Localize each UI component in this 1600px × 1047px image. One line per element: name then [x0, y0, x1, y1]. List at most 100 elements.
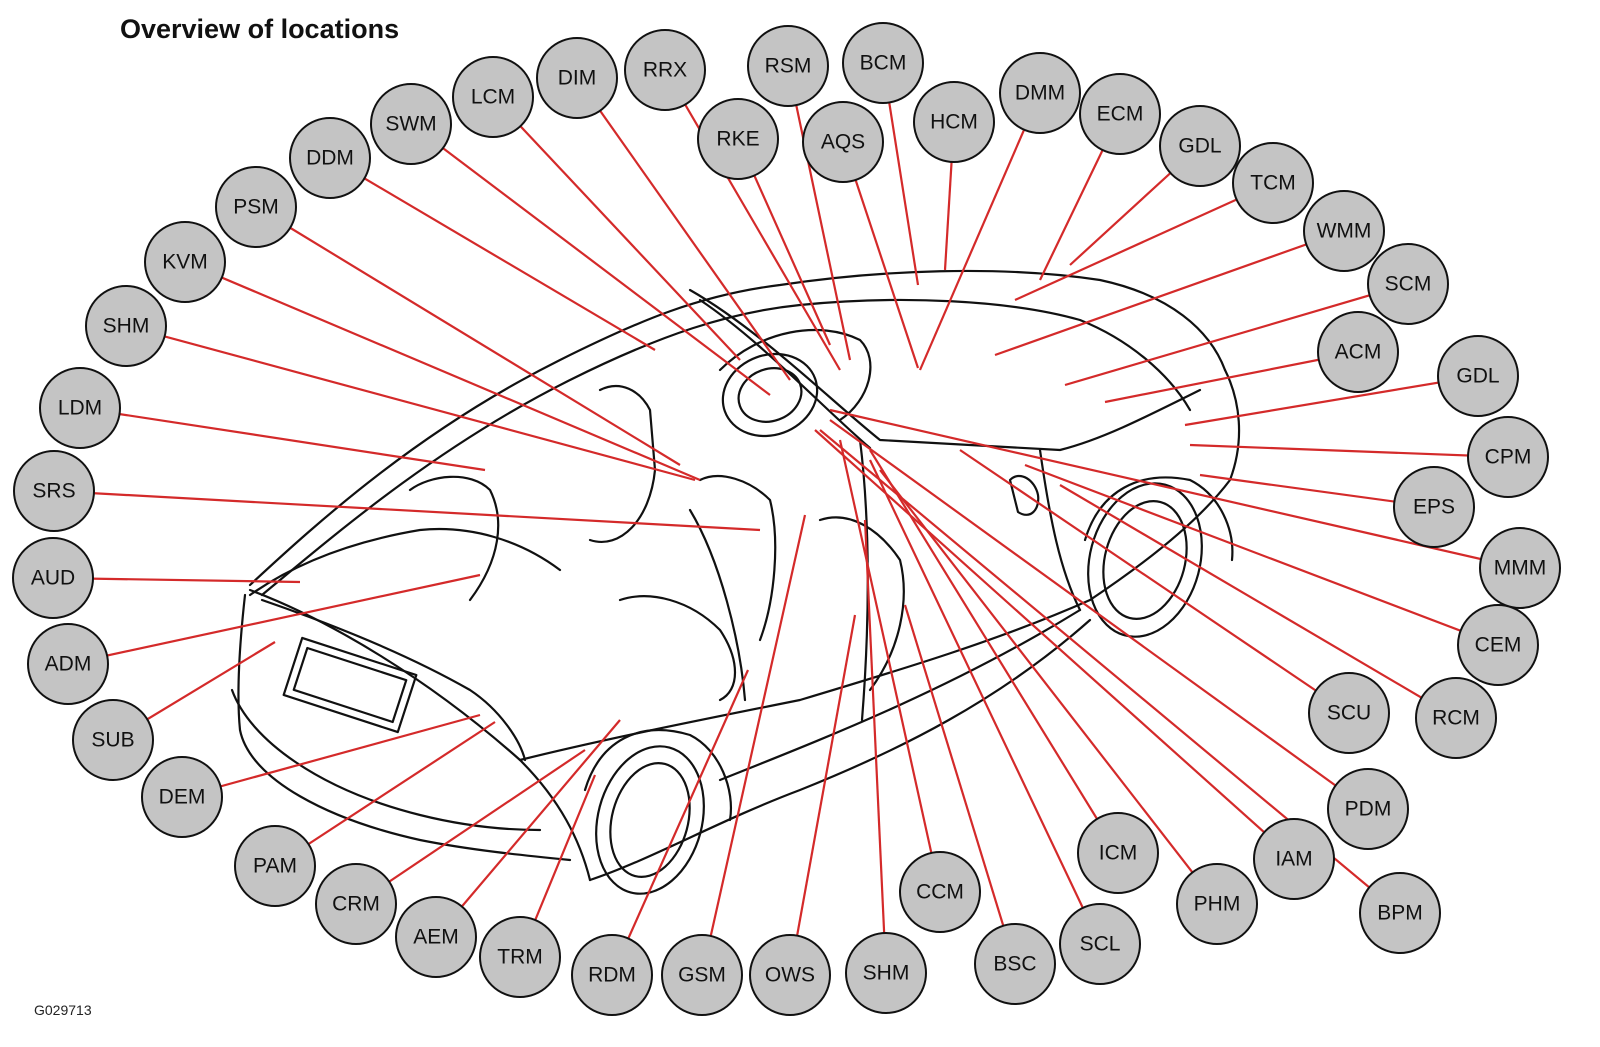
badge-circle — [802, 101, 884, 183]
leader-line-kvm — [184, 260, 701, 482]
module-label: MMM — [1494, 557, 1546, 580]
module-label: PSM — [233, 196, 279, 219]
module-label: RSM — [765, 55, 812, 78]
module-badge-aud: AUD — [12, 537, 94, 619]
badge-circle — [1359, 872, 1441, 954]
badge-circle — [974, 923, 1056, 1005]
badge-circle — [1393, 466, 1475, 548]
module-label: BSC — [993, 953, 1036, 976]
module-label: LDM — [58, 397, 102, 420]
leader-line-scu — [959, 449, 1350, 714]
leader-line-scl — [869, 459, 1101, 945]
badge-circle — [315, 863, 397, 945]
badge-circle — [1317, 311, 1399, 393]
leader-line-mmm — [829, 408, 1521, 570]
leader-line-dim — [576, 77, 791, 381]
badge-circle — [999, 52, 1081, 134]
badge-circle — [1327, 768, 1409, 850]
leader-line-cem — [1024, 463, 1499, 647]
leader-line-dem — [181, 713, 481, 799]
badge-circle — [479, 916, 561, 998]
module-badge-dmm: DMM — [999, 52, 1081, 134]
badge-circle — [749, 934, 831, 1016]
module-badge-scm: SCM — [1367, 243, 1449, 325]
module-label: SRS — [32, 480, 75, 503]
module-badge-sub: SUB — [72, 699, 154, 781]
badge-circle — [1253, 818, 1335, 900]
badge-circle — [1467, 416, 1549, 498]
module-badge-ecm: ECM — [1079, 73, 1161, 155]
leader-line-phm — [879, 469, 1218, 905]
module-label: CCM — [916, 881, 964, 904]
badge-circle — [1437, 335, 1519, 417]
badge-circle — [1308, 672, 1390, 754]
leader-line-lcm — [492, 96, 741, 361]
module-label: CPM — [1485, 446, 1532, 469]
module-badge-bcm: BCM — [842, 22, 924, 104]
module-badge-shm: SHM — [85, 285, 167, 367]
module-badge-kvm: KVM — [144, 221, 226, 303]
module-badge-ldm: LDM — [39, 367, 121, 449]
badge-circle — [661, 934, 743, 1016]
leader-line-rcm — [1059, 484, 1457, 719]
leader-line-ldm — [79, 406, 486, 472]
badge-circle — [899, 851, 981, 933]
module-label: PHM — [1194, 893, 1241, 916]
module-badge-dim: DIM — [536, 37, 618, 119]
module-badge-pam: PAM — [234, 825, 316, 907]
module-badge-phm: PHM — [1176, 863, 1258, 945]
page-title: Overview of locations — [120, 14, 400, 44]
leader-line-srs — [53, 489, 761, 532]
module-badge-cpm: CPM — [1467, 416, 1549, 498]
module-label: SUB — [91, 729, 134, 752]
module-label: SCL — [1080, 933, 1121, 956]
badge-circle — [1303, 190, 1385, 272]
leader-line-swm — [410, 123, 771, 396]
module-badge-lcm: LCM — [452, 56, 534, 138]
module-badge-crm: CRM — [315, 863, 397, 945]
module-badge-gdl: GDL — [1437, 335, 1519, 417]
leader-line-icm — [869, 449, 1119, 854]
badge-circle — [1077, 812, 1159, 894]
figure-id: G029713 — [34, 1002, 92, 1018]
badge-circle — [536, 37, 618, 119]
badge-circle — [72, 699, 154, 781]
module-label: AQS — [821, 131, 865, 154]
module-label: SCM — [1385, 273, 1432, 296]
leader-line-dmm — [918, 92, 1042, 371]
leader-line-rrx — [664, 69, 841, 371]
module-label: BPM — [1377, 902, 1423, 925]
module-label: BCM — [860, 52, 907, 75]
module-label: CEM — [1475, 634, 1522, 657]
module-badge-rsm: RSM — [747, 25, 829, 107]
module-label: AUD — [31, 567, 75, 590]
badge-circle — [1159, 105, 1241, 187]
module-badge-swm: SWM — [370, 83, 452, 165]
leader-line-tcm — [1014, 181, 1274, 302]
module-label: GSM — [678, 964, 726, 987]
module-label: RCM — [1432, 707, 1480, 730]
module-badge-adm: ADM — [27, 623, 109, 705]
badge-circle — [141, 756, 223, 838]
badge-circle — [1176, 863, 1258, 945]
module-badge-icm: ICM — [1077, 812, 1159, 894]
module-badge-ows: OWS — [749, 934, 831, 1016]
module-label: DDM — [306, 147, 354, 170]
leader-line-shm — [863, 519, 888, 974]
module-label: OWS — [765, 964, 815, 987]
module-label: GDL — [1178, 135, 1221, 158]
module-badge-trm: TRM — [479, 916, 561, 998]
badge-circle — [1079, 73, 1161, 155]
module-badge-acm: ACM — [1317, 311, 1399, 393]
leader-line-rsm — [786, 65, 852, 361]
module-badge-psm: PSM — [215, 166, 297, 248]
badge-circle — [697, 98, 779, 180]
badge-circle — [289, 117, 371, 199]
badge-circle — [571, 934, 653, 1016]
module-badge-aem: AEM — [395, 896, 477, 978]
module-label: SHM — [863, 962, 910, 985]
leader-line-gsm — [700, 514, 807, 976]
module-label: ADM — [45, 653, 92, 676]
badge-circle — [395, 896, 477, 978]
leader-line-gdl — [1184, 374, 1479, 427]
